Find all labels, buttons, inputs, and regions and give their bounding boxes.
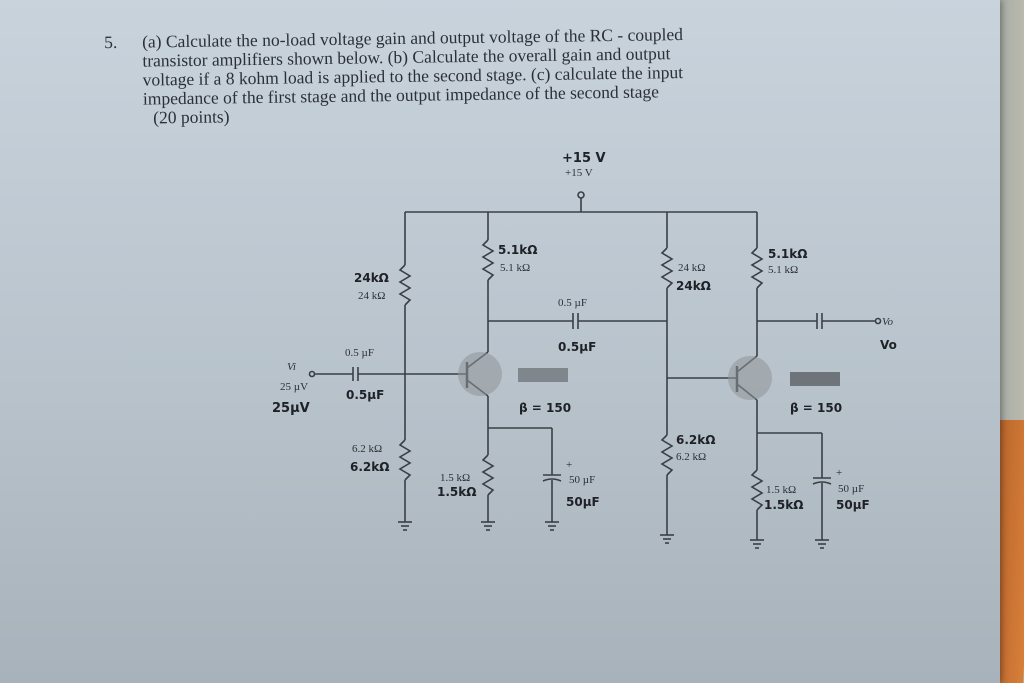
s1-beta-handwritten: β = 150: [519, 401, 571, 415]
s1-cin-handwritten: 0.5µF: [346, 388, 384, 402]
q1-body: [458, 352, 502, 396]
s1-rc-printed: 5.1 kΩ: [500, 262, 530, 274]
s2-r1-handwritten: 24kΩ: [676, 279, 711, 293]
supply-handwritten: +15 V: [562, 151, 606, 166]
s1-r2-printed: 6.2 kΩ: [352, 443, 382, 455]
s2-ce-printed: 50 µF: [838, 483, 864, 495]
s2-ce-plate-2: [812, 481, 832, 485]
s1-cin-printed: 0.5 µF: [345, 347, 374, 359]
s2-rc-handwritten: 5.1kΩ: [768, 247, 807, 261]
ground-symbols: [398, 521, 829, 549]
output-handwritten: Vo: [880, 338, 897, 352]
s2-r2-printed: 6.2 kΩ: [676, 451, 706, 463]
circuit-diagram: +15 V Vi 25 µV 0.5 µF 24 kΩ 6.2 kΩ 5.1 k…: [272, 151, 897, 549]
s1-rc-resistor: [481, 239, 495, 281]
s1-ce-printed: 50 µF: [569, 474, 595, 486]
cc-handwritten: 0.5µF: [558, 340, 596, 354]
s1-rc-handwritten: 5.1kΩ: [498, 243, 537, 257]
s1-r1-handwritten: 24kΩ: [354, 271, 389, 285]
cc-printed: 0.5 µF: [558, 297, 587, 309]
paper-sheet: 5. (a) Calculate the no-load voltage gai…: [0, 0, 1000, 683]
input-terminal: [308, 370, 316, 378]
input-value-handwritten: 25µV: [272, 401, 310, 416]
s2-ce-plus: +: [836, 467, 842, 479]
supply-terminal: [577, 191, 585, 199]
redacted-beta-2: [790, 372, 840, 386]
s1-ce-handwritten: 50µF: [566, 495, 600, 509]
s1-r2-handwritten: 6.2kΩ: [350, 460, 389, 474]
ground-icon: [660, 534, 674, 544]
s1-ce-plus: +: [566, 459, 572, 471]
s2-ce-handwritten: 50µF: [836, 498, 870, 512]
s2-re-handwritten: 1.5kΩ: [764, 498, 803, 512]
s2-re-printed: 1.5 kΩ: [766, 484, 796, 496]
ground-icon: [398, 521, 412, 531]
s1-re-resistor: [481, 454, 495, 496]
redacted-beta-1: [518, 368, 568, 382]
s2-r1-printed: 24 kΩ: [678, 262, 705, 274]
s2-re-resistor: [750, 469, 764, 511]
s1-re-printed: 1.5 kΩ: [440, 472, 470, 484]
s1-ce-plate-2: [542, 478, 562, 482]
s2-rc-printed: 5.1 kΩ: [768, 264, 798, 276]
output-terminal: [874, 317, 882, 325]
input-value-printed: 25 µV: [280, 381, 308, 393]
output-label: Vo: [882, 316, 894, 328]
ground-icon: [815, 539, 829, 549]
s1-re-handwritten: 1.5kΩ: [437, 485, 476, 499]
supply-printed: +15 V: [565, 167, 593, 179]
input-label: Vi: [287, 361, 296, 373]
s2-r1-resistor: [660, 247, 674, 289]
s2-rc-resistor: [750, 247, 764, 289]
ground-icon: [545, 521, 559, 531]
s2-beta-handwritten: β = 150: [790, 401, 842, 415]
ground-icon: [481, 521, 495, 531]
q2-body: [728, 356, 772, 400]
s2-r2-resistor: [660, 434, 674, 476]
s1-r1-printed: 24 kΩ: [358, 290, 385, 302]
s1-r2-resistor: [398, 439, 412, 481]
s1-r1-resistor: [398, 264, 412, 306]
ground-icon: [750, 539, 764, 549]
s2-r2-handwritten: 6.2kΩ: [676, 433, 715, 447]
